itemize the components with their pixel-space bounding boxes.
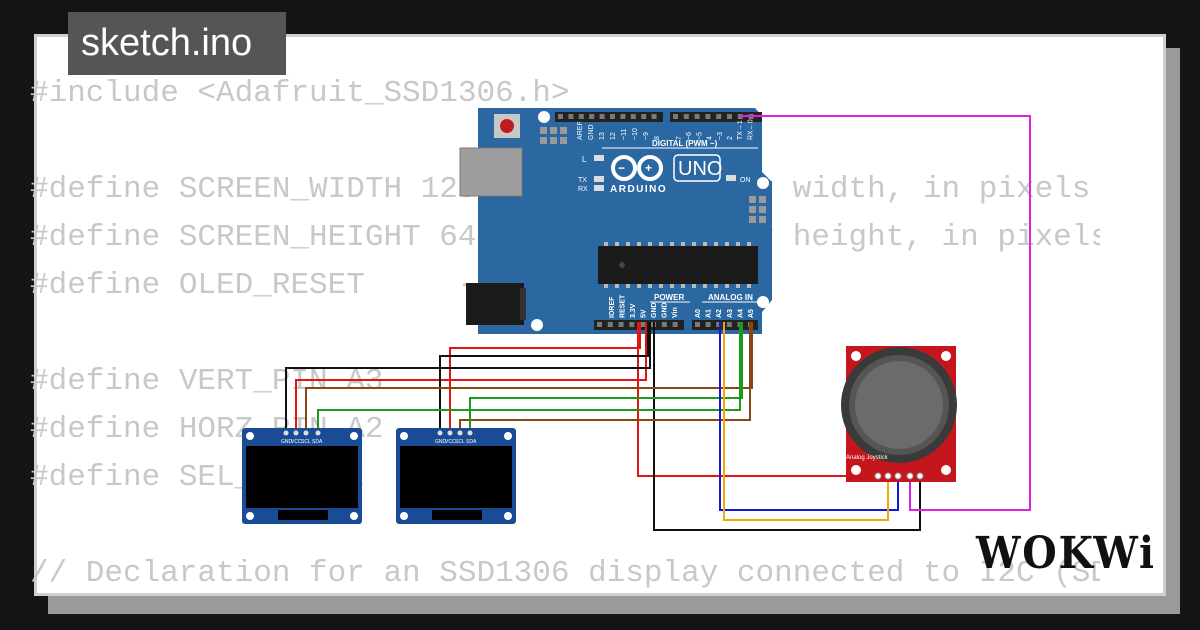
wire-sel: [740, 115, 1031, 511]
digital-pin-label: 8: [654, 136, 661, 140]
wire-gnd-joystick: [653, 322, 921, 531]
led-tx-label: TX: [578, 177, 587, 184]
analog-pin-label: A2: [716, 309, 723, 318]
digital-pin-label: ~6: [686, 132, 693, 140]
power-pin-label: IOREF: [609, 296, 616, 318]
power-label: POWER: [654, 293, 684, 302]
power-pin-label: RESET: [620, 294, 627, 318]
digital-pin-label: ~11: [621, 129, 628, 140]
digital-pin-label: ~5: [696, 132, 703, 140]
power-pin-label: 3.3V: [630, 303, 637, 318]
digital-pin-label: TX→1: [737, 120, 744, 140]
power-jack: [466, 283, 524, 325]
digital-pin-label: 7: [676, 136, 683, 140]
analog-joystick[interactable]: Analog Joystick: [841, 346, 957, 482]
oled-pin-label: SDA: [312, 439, 323, 445]
analog-pin-label: A4: [737, 309, 744, 318]
oled-pin-label: GND: [281, 439, 293, 445]
wire-gnd-oled1: [285, 322, 651, 432]
analog-label: ANALOG IN: [708, 293, 753, 302]
digital-pin-label: 13: [599, 132, 606, 140]
filename-tab[interactable]: sketch.ino: [68, 12, 286, 75]
wire-gnd-oled2: [439, 322, 649, 432]
digital-pin-label: ~9: [643, 132, 650, 140]
led-on-label: ON: [740, 177, 751, 184]
code-line: #define VERT_PIN A3: [30, 364, 384, 399]
digital-header[interactable]: [555, 112, 663, 122]
wire-5v-oled1: [295, 322, 647, 432]
svg-text:−: −: [618, 161, 625, 175]
arduino-infinity-icon: [611, 155, 663, 181]
code-line: #define OLED_RESET -1: [30, 268, 496, 303]
svg-text:+: +: [645, 161, 652, 175]
digital-pin-label: 4: [707, 136, 714, 140]
oled-pin-label: SDA: [466, 439, 477, 445]
analog-pin-label: A3: [727, 309, 734, 318]
wire-sda-oled2: [469, 322, 743, 432]
led-l-label: L: [582, 155, 587, 164]
digital-pin-label: RX←0: [747, 119, 754, 140]
wire-horz: [723, 322, 889, 521]
oled-pin-label: GND: [435, 439, 447, 445]
digital-pin-label: AREF: [577, 121, 584, 140]
digital-pin-label: 12: [610, 132, 617, 140]
analog-pin-label: A0: [695, 309, 702, 318]
wire-scl-oled2: [459, 322, 751, 432]
digital-pin-label: ~3: [717, 132, 724, 140]
wire-5v-joystick: [637, 322, 878, 477]
code-line: #include <Adafruit_SSD1306.h>: [30, 76, 570, 111]
analog-pin-label: A1: [706, 309, 713, 318]
oled-pin-label: SCL: [455, 439, 465, 445]
power-pin-label: GND: [651, 302, 658, 318]
oled-pin-label: VCC: [445, 439, 456, 445]
wire-scl-oled1: [305, 322, 753, 432]
model-label: UNO: [678, 158, 722, 180]
digital-pin-label: ~10: [632, 128, 639, 140]
brand-label: ARDUINO: [610, 184, 667, 195]
code-line: // Declaration for an SSD1306 display co…: [30, 556, 1100, 591]
oled-pin-label: VCC: [291, 439, 302, 445]
led-rx-label: RX: [578, 186, 588, 193]
oled-pin-label: SCL: [301, 439, 311, 445]
wire-vert: [719, 322, 899, 511]
usb-port: [459, 147, 523, 197]
digital-pin-label: 2: [727, 136, 734, 140]
wires[interactable]: [285, 115, 1031, 531]
digital-pin-label: GND: [588, 124, 595, 140]
joystick-label: Analog Joystick: [846, 455, 889, 461]
analog-pin-label: A5: [748, 309, 755, 318]
power-pin-label: GND: [662, 302, 669, 318]
wire-sda-oled1: [317, 322, 741, 432]
wokwi-logo: WOKWi: [976, 528, 1156, 579]
wire-5v-oled2: [449, 322, 641, 432]
power-pin-label: 5V: [641, 309, 648, 318]
power-pin-label: Vin: [672, 307, 679, 318]
digital-label: DIGITAL (PWM ~): [652, 139, 718, 148]
